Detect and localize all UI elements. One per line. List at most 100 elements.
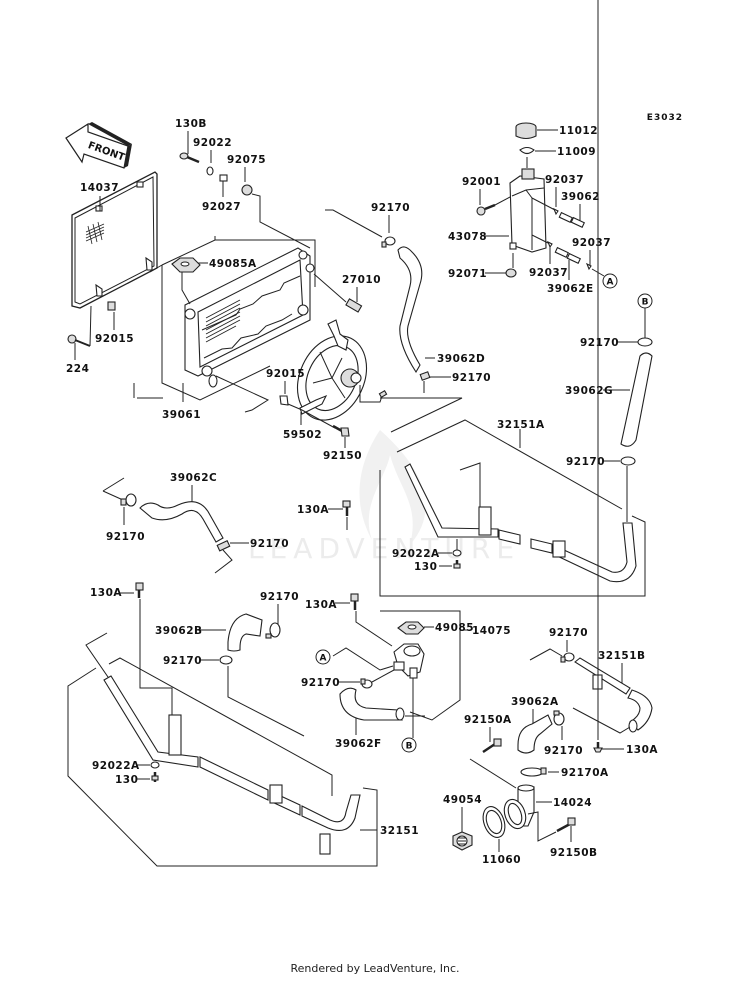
fan-switch-27010-icon [345, 298, 363, 313]
thermostat-housing-14075 [393, 643, 425, 679]
ref-marker-b-mid: B [401, 737, 417, 753]
label-39062F: 39062F [335, 738, 382, 750]
label-92037-c: 92037 [529, 267, 568, 279]
cap-11012-icon [515, 122, 537, 140]
label-32151A: 32151A [497, 419, 545, 431]
clamp-92170-top-icon [381, 236, 396, 248]
clip-92037-a-icon [552, 207, 559, 216]
svg-text:B: B [642, 298, 649, 308]
label-92170-sb: 92170 [549, 627, 588, 639]
label-11060: 11060 [482, 854, 521, 866]
pipe-32151 [103, 675, 361, 855]
label-92015-left: 92015 [95, 333, 134, 345]
label-39062D: 39062D [437, 353, 485, 365]
label-39061: 39061 [162, 409, 201, 421]
label-39062G: 39062G [565, 385, 613, 397]
label-92027: 92027 [202, 201, 241, 213]
ref-marker-a-mid: A [315, 649, 331, 665]
label-92170-c2: 92170 [250, 538, 289, 550]
clamp-92170-b2-icon [219, 655, 233, 665]
label-27010: 27010 [342, 274, 381, 286]
label-11009: 11009 [557, 146, 596, 158]
label-92150: 92150 [323, 450, 362, 462]
clamp-92170-g2-icon [620, 456, 636, 466]
bolt-130-r-icon [453, 560, 461, 569]
label-92037-a: 92037 [545, 174, 584, 186]
bolt-92150B-icon [556, 817, 576, 833]
label-92170-g2: 92170 [566, 456, 605, 468]
label-59502: 59502 [283, 429, 322, 441]
label-32151B: 32151B [598, 650, 646, 662]
clamp-92170-d-icon [419, 371, 431, 381]
label-11012: 11012 [559, 125, 598, 137]
label-39062C: 39062C [170, 472, 217, 484]
label-92170-d: 92170 [452, 372, 491, 384]
grommet-92075-icon [241, 184, 253, 196]
clip-92015-fan-icon [279, 395, 289, 406]
pipe-32151B [574, 657, 653, 733]
label-130-l: 130 [115, 774, 138, 786]
diagram-code: E3032 [647, 113, 683, 123]
bolt-130-l-icon [151, 772, 159, 782]
label-92037-b: 92037 [572, 237, 611, 249]
bolt-130A-cap-icon [350, 593, 359, 610]
bolt-130B-icon [179, 152, 200, 164]
clamp-92170-c1-icon [120, 493, 137, 507]
fan-59502 [296, 319, 388, 421]
label-92022A-r: 92022A [392, 548, 440, 560]
label-92170-b1: 92170 [260, 591, 299, 603]
bolt-92150-icon [332, 424, 350, 437]
bolt-92001-icon [476, 203, 496, 216]
footer-credit: Rendered by LeadVenture, Inc. [290, 962, 460, 975]
label-39062: 39062 [561, 191, 600, 203]
grommet-92071-icon [505, 268, 517, 278]
label-43078: 43078 [448, 231, 487, 243]
clip-92015-icon [107, 301, 116, 311]
label-14037: 14037 [80, 182, 119, 194]
gasket-11060-icon [482, 806, 506, 838]
label-92150B: 92150B [550, 847, 598, 859]
cap-49085A-icon [171, 257, 201, 273]
clamp-92170A-icon [520, 767, 547, 777]
bolt-92150A-icon [482, 738, 502, 754]
svg-text:B: B [406, 742, 413, 752]
radiator-39061 [184, 247, 315, 388]
svg-text:A: A [320, 654, 327, 664]
label-130-r: 130 [414, 561, 437, 573]
label-92071: 92071 [448, 268, 487, 280]
label-130A-left: 130A [90, 587, 122, 599]
hose-39062G [620, 352, 653, 447]
hose-39062E-icon [554, 246, 570, 258]
bolt-130A-mid-icon [342, 500, 351, 516]
label-92170-b2: 92170 [163, 655, 202, 667]
label-92170-f: 92170 [301, 677, 340, 689]
label-92022: 92022 [193, 137, 232, 149]
label-130A-right: 130A [626, 744, 658, 756]
reservoir-tank-43078 [509, 168, 547, 253]
hose-39062B [227, 613, 263, 652]
ref-marker-a-top: A [602, 273, 618, 289]
washer-92022-icon [206, 166, 214, 176]
thermostat-49054-icon [452, 831, 473, 851]
label-49054: 49054 [443, 794, 482, 806]
clamp-92170-a-icon [553, 710, 565, 726]
clamp-92170-c2-icon [216, 540, 231, 552]
clamp-92170-b1-icon [265, 622, 281, 639]
label-32151: 32151 [380, 825, 419, 837]
label-92150A: 92150A [464, 714, 512, 726]
washer-92022A-l-icon [150, 761, 160, 769]
bolt-224-icon [67, 334, 91, 347]
label-14024: 14024 [553, 797, 592, 809]
hose-39062A [517, 714, 553, 754]
cap-seal-11009-icon [519, 146, 535, 155]
label-92170-a: 92170 [544, 745, 583, 757]
collar-92027-icon [219, 174, 228, 182]
label-14075: 14075 [472, 625, 511, 637]
label-130B: 130B [175, 118, 207, 130]
label-130A-mid: 130A [297, 504, 329, 516]
clamp-92170-f-icon [360, 678, 373, 689]
label-49085: 49085 [435, 622, 474, 634]
label-92170-top: 92170 [371, 202, 410, 214]
label-130A-cap: 130A [305, 599, 337, 611]
